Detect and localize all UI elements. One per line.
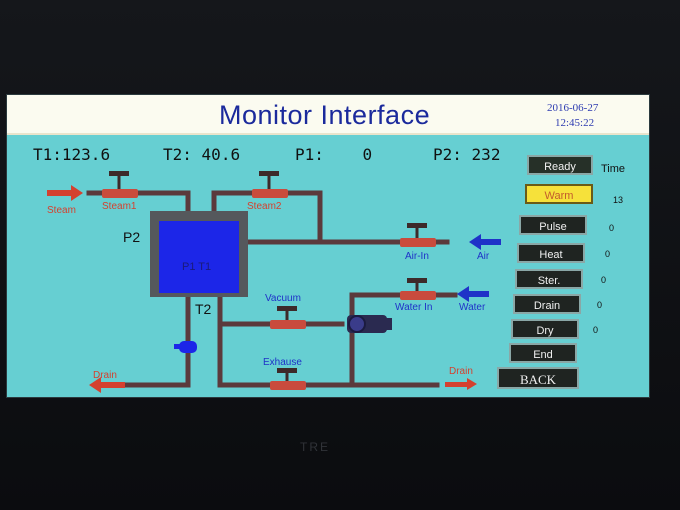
air-in-arrow-icon — [469, 234, 501, 250]
drain-right-label: Drain — [449, 366, 473, 377]
t2-label: T2 — [195, 301, 212, 317]
piping-diagram — [47, 171, 501, 393]
time-readout: 12:45:22 — [555, 117, 595, 129]
p2-readout: P2: 232 — [433, 145, 501, 164]
page-title: Monitor Interface — [219, 100, 431, 130]
air-in-label: Air-In — [405, 251, 429, 262]
back-button[interactable]: BACK — [497, 367, 579, 389]
tank — [159, 221, 239, 293]
steam1-label: Steam1 — [102, 201, 137, 212]
t2-readout: T2: 40.6 — [163, 145, 241, 164]
exhaust-valve[interactable] — [270, 368, 306, 390]
steam-label: Steam — [47, 205, 76, 216]
air-in-valve[interactable] — [400, 223, 436, 247]
exhaust-label: Exhause — [263, 357, 302, 368]
ster-time-value: 0 — [601, 275, 607, 285]
water-label: Water — [459, 302, 486, 313]
warm-button[interactable]: Warm — [525, 184, 593, 204]
p1-readout: P1: 0 — [295, 145, 373, 164]
ready-button[interactable]: Ready — [527, 155, 593, 175]
heat-button[interactable]: Heat — [517, 243, 585, 263]
drain-button[interactable]: Drain — [513, 294, 581, 314]
water-in-valve[interactable] — [400, 278, 436, 300]
left-drain-pipe — [96, 292, 191, 388]
date-readout: 2016-06-27 — [547, 102, 599, 114]
pulse-button[interactable]: Pulse — [519, 215, 587, 235]
p2-label: P2 — [123, 229, 141, 245]
dry-button[interactable]: Dry — [511, 319, 579, 339]
water-in-label: Water In — [395, 302, 433, 313]
drain-time-value: 0 — [597, 300, 603, 310]
title-bar: Monitor Interface 2016-06-27 12:45:22 — [7, 95, 649, 135]
dry-time-value: 0 — [593, 325, 599, 335]
warm-time-value: 13 — [613, 195, 624, 205]
vacuum-pump-icon — [347, 315, 392, 333]
drain-right-arrow-icon — [445, 378, 477, 390]
time-column-label: Time — [601, 163, 626, 175]
steam2-valve[interactable] — [252, 171, 288, 198]
ster-button[interactable]: Ster. — [515, 269, 583, 289]
tank-label: P1 T1 — [182, 261, 212, 273]
water-in-arrow-icon — [457, 286, 489, 302]
hmi-screen: Monitor Interface 2016-06-27 12:45:22 T1… — [6, 94, 650, 398]
end-button[interactable]: End — [509, 343, 577, 363]
drain-trap-icon — [174, 341, 197, 353]
steam-in-arrow-icon — [47, 185, 83, 201]
heat-time-value: 0 — [605, 249, 611, 259]
pulse-time-value: 0 — [609, 223, 615, 233]
drain-left-label: Drain — [93, 370, 117, 381]
steam1-valve[interactable] — [102, 171, 138, 198]
vacuum-valve[interactable] — [270, 306, 306, 329]
air-label: Air — [477, 251, 490, 262]
drain-left-arrow-icon — [89, 377, 125, 393]
steam2-label: Steam2 — [247, 201, 282, 212]
device-brand-logo: TRE — [300, 440, 330, 454]
vacuum-label: Vacuum — [265, 293, 301, 304]
t1-readout: T1:123.6 — [33, 145, 111, 164]
